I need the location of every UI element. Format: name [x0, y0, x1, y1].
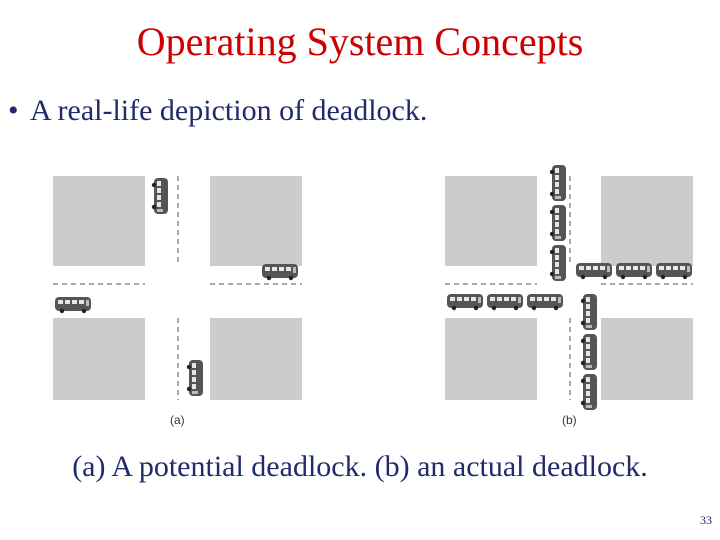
page-number: 33	[700, 513, 712, 527]
bus-icon	[656, 263, 692, 280]
bus-icon	[549, 205, 566, 241]
bus-icon	[447, 294, 483, 311]
bus-icon	[487, 294, 523, 311]
bus-icon	[549, 245, 566, 281]
city-block	[53, 176, 145, 266]
panel-a-label: (a)	[170, 413, 185, 427]
city-block	[210, 318, 302, 400]
panel-b: (b)	[445, 165, 693, 427]
bullet-text: A real-life depiction of deadlock.	[30, 94, 428, 127]
bus-icon	[580, 294, 597, 330]
panel-b-label: (b)	[562, 413, 577, 427]
panel-a: (a)	[53, 176, 302, 427]
city-block	[53, 318, 145, 400]
bullet-icon: •	[8, 94, 19, 127]
bus-icon	[262, 264, 298, 281]
city-block	[210, 176, 302, 266]
bus-icon	[549, 165, 566, 201]
bus-icon	[186, 360, 203, 396]
figure-caption: (a) A potential deadlock. (b) an actual …	[72, 450, 648, 483]
bus-icon	[527, 294, 563, 311]
city-block	[601, 176, 693, 266]
deadlock-figure: (a) (b)	[53, 165, 693, 427]
bus-icon	[55, 297, 91, 314]
bus-icon	[580, 334, 597, 370]
bus-icon	[580, 374, 597, 410]
city-block	[601, 318, 693, 400]
city-block	[445, 176, 537, 266]
bus-icon	[151, 178, 168, 214]
bullet-item: • A real-life depiction of deadlock.	[8, 96, 427, 126]
bus-icon	[616, 263, 652, 280]
city-block	[445, 318, 537, 400]
slide-title: Operating System Concepts	[136, 19, 584, 64]
bus-icon	[576, 263, 612, 280]
